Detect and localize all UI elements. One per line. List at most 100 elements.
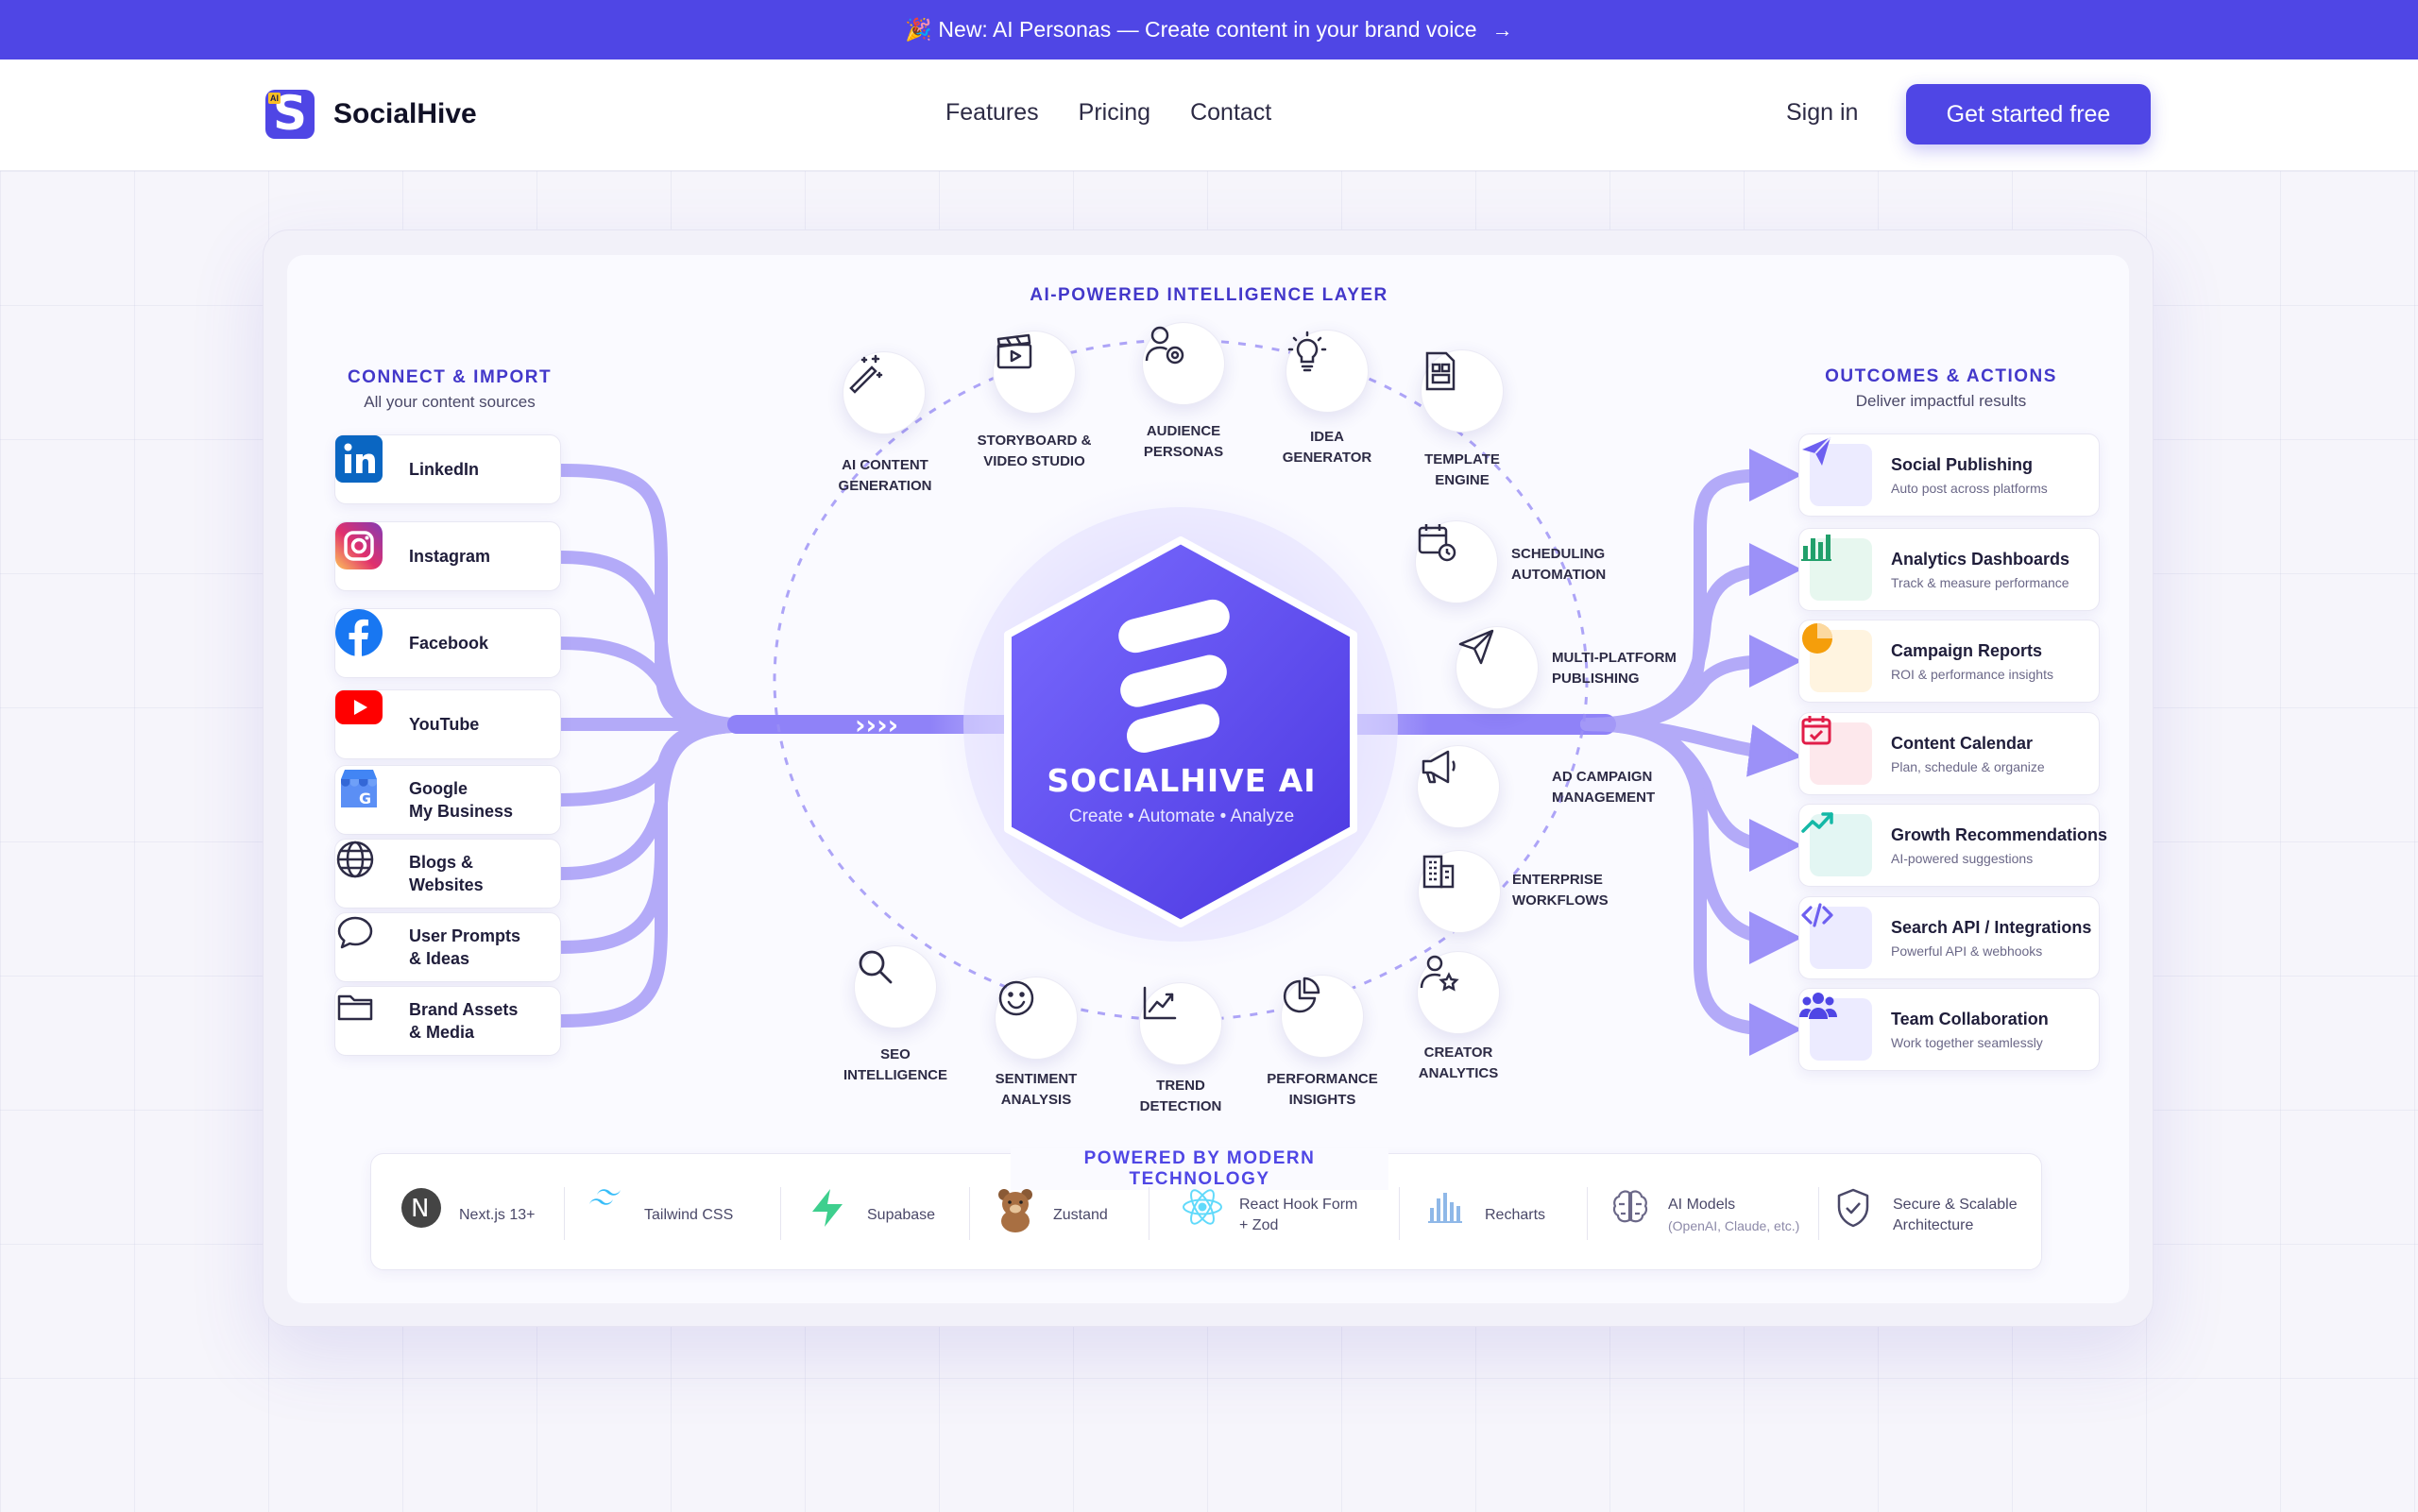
- magic-wand-icon: [849, 354, 883, 394]
- node-sentiment-analysis[interactable]: [995, 977, 1078, 1060]
- node-label: TEMPLATE ENGINE: [1424, 451, 1500, 488]
- tech-label: React Hook Form + Zod: [1239, 1197, 1358, 1233]
- source-label: Facebook: [409, 634, 489, 653]
- brain-icon: [1609, 1190, 1655, 1238]
- brand-logo[interactable]: S AI SocialHive: [265, 90, 477, 139]
- outcome-title: Social Publishing: [1891, 454, 2034, 474]
- arrow-right-icon[interactable]: →: [1491, 17, 1513, 42]
- creator-icon: [1420, 955, 1459, 992]
- tech-label: Zustand: [1053, 1207, 1108, 1223]
- source-user-prompts[interactable]: User Prompts & Ideas: [334, 912, 561, 982]
- globe-icon: [336, 841, 398, 898]
- node-template-engine[interactable]: [1421, 349, 1504, 433]
- outcomes-title: OUTCOMES & ACTIONS: [1825, 366, 2057, 386]
- paper-plane-icon: [1802, 436, 1872, 506]
- sign-in-link[interactable]: Sign in: [1786, 99, 1859, 126]
- node-storyboard-video[interactable]: [993, 331, 1076, 414]
- line-chart-icon: [1143, 986, 1177, 1020]
- banner-text[interactable]: 🎉 New: AI Personas — Create content in y…: [905, 17, 1477, 42]
- nextjs-icon: N: [400, 1188, 446, 1238]
- react-icon: [1181, 1189, 1226, 1238]
- node-enterprise-workflows[interactable]: [1418, 850, 1501, 933]
- pie-chart-icon: [1802, 623, 1872, 692]
- source-blogs[interactable]: Blogs & Websites: [334, 839, 561, 909]
- announcement-banner[interactable]: 🎉 New: AI Personas — Create content in y…: [0, 0, 2418, 59]
- source-linkedin[interactable]: LinkedIn: [334, 434, 561, 504]
- node-audience-personas[interactable]: [1142, 322, 1225, 405]
- source-instagram[interactable]: Instagram: [334, 521, 561, 591]
- source-brand-assets[interactable]: Brand Assets & Media: [334, 986, 561, 1056]
- outcome-desc: ROI & performance insights: [1891, 666, 2053, 682]
- tech-divider: [1587, 1187, 1588, 1240]
- facebook-icon: [335, 609, 398, 668]
- bear-icon: [995, 1189, 1040, 1238]
- source-label: User Prompts & Ideas: [409, 926, 521, 968]
- node-scheduling-automation[interactable]: [1415, 520, 1498, 603]
- source-youtube[interactable]: YouTube: [334, 689, 561, 759]
- nav-link-pricing[interactable]: Pricing: [1078, 99, 1151, 126]
- input-flow-lines: [554, 464, 857, 1028]
- source-facebook[interactable]: Facebook: [334, 608, 561, 678]
- node-trend-detection[interactable]: [1139, 982, 1222, 1065]
- source-label: Brand Assets & Media: [409, 1000, 519, 1042]
- calendar-icon: [1801, 716, 1872, 785]
- output-flow-lines: [1580, 449, 1802, 1056]
- google-business-icon: G: [341, 770, 398, 824]
- tech-label: Supabase: [867, 1207, 936, 1223]
- node-label: SENTIMENT ANALYSIS: [995, 1071, 1078, 1108]
- node-performance-insights[interactable]: [1281, 975, 1364, 1058]
- source-google-business[interactable]: G Google My Business: [334, 765, 561, 835]
- nav-link-features[interactable]: Features: [945, 99, 1039, 126]
- outcome-title: Team Collaboration: [1891, 1009, 2049, 1028]
- source-label: LinkedIn: [409, 460, 480, 479]
- team-icon: [1799, 993, 1872, 1061]
- magnifier-icon: [859, 950, 893, 984]
- node-idea-generator[interactable]: [1286, 330, 1369, 413]
- youtube-icon: [335, 690, 398, 749]
- trend-up-icon: [1801, 812, 1872, 876]
- top-navigation: S AI SocialHive Features Pricing Contact…: [0, 59, 2418, 171]
- shield-icon: [1834, 1188, 1880, 1238]
- get-started-button[interactable]: Get started free: [1906, 84, 2151, 144]
- tech-label: Tailwind CSS: [644, 1207, 734, 1223]
- template-icon: [1425, 351, 1456, 391]
- node-creator-analytics[interactable]: [1417, 951, 1500, 1034]
- tech-ai-models: AI Models (OpenAI, Claude, etc.): [1609, 1187, 1799, 1244]
- nav-link-contact[interactable]: Contact: [1190, 99, 1272, 126]
- node-multi-platform-publishing[interactable]: [1456, 626, 1539, 709]
- tech-divider: [969, 1187, 970, 1240]
- tech-title: POWERED BY MODERN TECHNOLOGY: [1011, 1148, 1388, 1190]
- node-seo-intelligence[interactable]: [854, 945, 937, 1028]
- node-label: AUDIENCE PERSONAS: [1143, 423, 1224, 460]
- tech-label: Next.js 13+: [459, 1207, 536, 1223]
- node-ad-campaign-management[interactable]: [1417, 745, 1500, 828]
- node-label: TREND DETECTION: [1139, 1078, 1222, 1114]
- tech-secure-architecture: Secure & Scalable Architecture: [1834, 1187, 2018, 1244]
- svg-text:G: G: [359, 790, 371, 807]
- node-label: AD CAMPAIGN MANAGEMENT: [1552, 769, 1656, 806]
- node-label: SEO INTELLIGENCE: [843, 1046, 947, 1083]
- connect-title: CONNECT & IMPORT: [347, 367, 553, 387]
- tech-zustand: Zustand: [995, 1187, 1108, 1244]
- brand-name: SocialHive: [333, 98, 477, 129]
- outcome-desc: Work together seamlessly: [1891, 1034, 2043, 1050]
- flow-out-team: [1580, 718, 1802, 1056]
- source-label: Instagram: [409, 547, 491, 566]
- chevrons-icon: ››››: [855, 709, 898, 740]
- node-label: SCHEDULING AUTOMATION: [1511, 546, 1607, 583]
- recharts-icon: [1426, 1193, 1472, 1238]
- chat-bubble-icon: [337, 916, 398, 972]
- megaphone-icon: [1422, 750, 1456, 784]
- tech-nextjs: N Next.js 13+: [400, 1187, 535, 1244]
- node-ai-content-generation[interactable]: [843, 351, 926, 434]
- svg-text:N: N: [411, 1195, 429, 1223]
- core-title: SOCIALHIVE AI: [1047, 762, 1317, 799]
